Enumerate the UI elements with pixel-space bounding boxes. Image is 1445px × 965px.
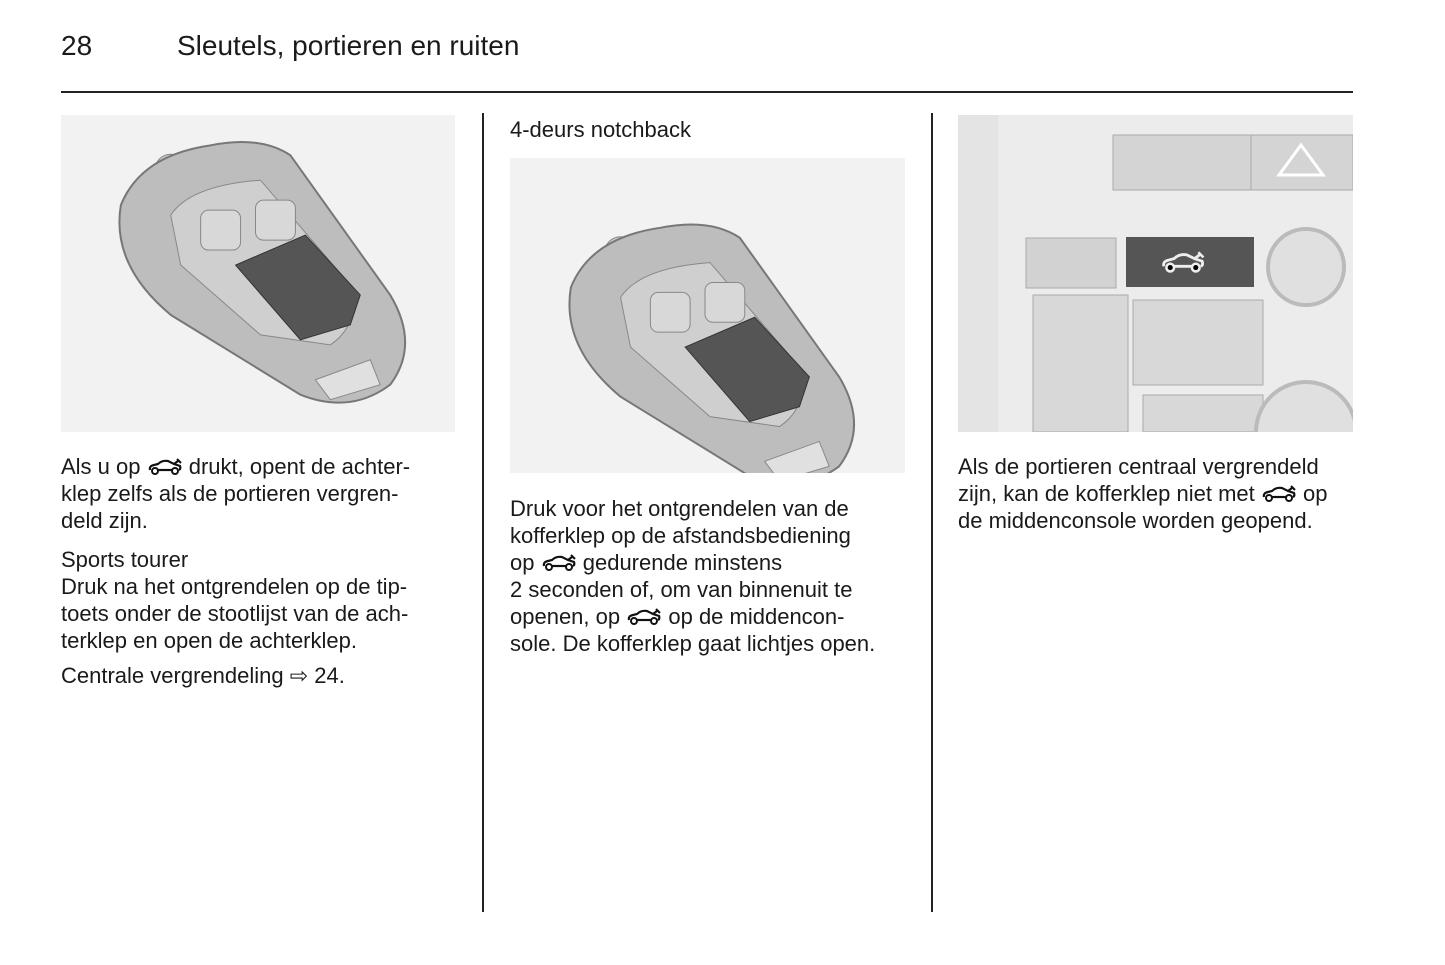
text: de middenconsole worden geopend. (958, 508, 1313, 533)
cross-reference-arrow-icon: ⇨ (289, 663, 309, 688)
section-heading-notchback: 4-deurs notchback (510, 117, 691, 142)
column-divider (482, 113, 484, 912)
text: gedurende minstens (582, 550, 783, 575)
text: Druk voor het ontgrendelen van de (510, 496, 849, 521)
text: klep zelfs als de portieren vergren- (61, 481, 399, 506)
text: Druk na het ontgrendelen op de tip- (61, 574, 408, 599)
text: op (1303, 481, 1328, 506)
middle-paragraph: Druk voor het ontgrendelen van de koffer… (510, 495, 875, 657)
text: op (510, 550, 535, 575)
left-paragraph-1: Als u op drukt, opent de achter- klep ze… (61, 453, 410, 534)
trunk-release-icon (147, 458, 183, 476)
text: 2 seconden of, om van binnenuit te (510, 577, 853, 602)
header-divider (61, 91, 1353, 93)
text: deld zijn. (61, 508, 148, 533)
column-divider (931, 113, 933, 912)
page-reference: 24. (314, 663, 345, 688)
text: openen, op (510, 604, 621, 629)
page-title: Sleutels, portieren en ruiten (177, 30, 520, 61)
left-paragraph-2: Druk na het ontgrendelen op de tip- toet… (61, 573, 408, 654)
text: Als u op (61, 454, 141, 479)
text: Centrale vergrendeling (61, 663, 284, 688)
trunk-release-icon (626, 608, 662, 626)
key-fob-illustration (510, 158, 905, 473)
text: sole. De kofferklep gaat lichtjes open. (510, 631, 876, 656)
trunk-release-icon (1261, 485, 1297, 503)
text: toets onder de stootlijst van de ach- (61, 601, 409, 626)
cross-reference-link[interactable]: Centrale vergrendeling ⇨ 24. (61, 662, 345, 689)
section-heading-sports-tourer: Sports tourer (61, 547, 189, 572)
page-number: 28 (61, 30, 93, 61)
right-paragraph: Als de portieren centraal vergrendeld zi… (958, 453, 1328, 534)
text: drukt, opent de achter- (188, 454, 411, 479)
trunk-release-icon (541, 554, 577, 572)
text: Als de portieren centraal vergrendeld (958, 454, 1319, 479)
text: terklep en open de achterklep. (61, 628, 357, 653)
text: zijn, kan de kofferklep niet met (958, 481, 1255, 506)
text: kofferklep op de afstandsbediening (510, 523, 851, 548)
center-console-illustration (958, 115, 1353, 432)
text: op de middencon- (668, 604, 845, 629)
key-fob-illustration (61, 115, 455, 432)
